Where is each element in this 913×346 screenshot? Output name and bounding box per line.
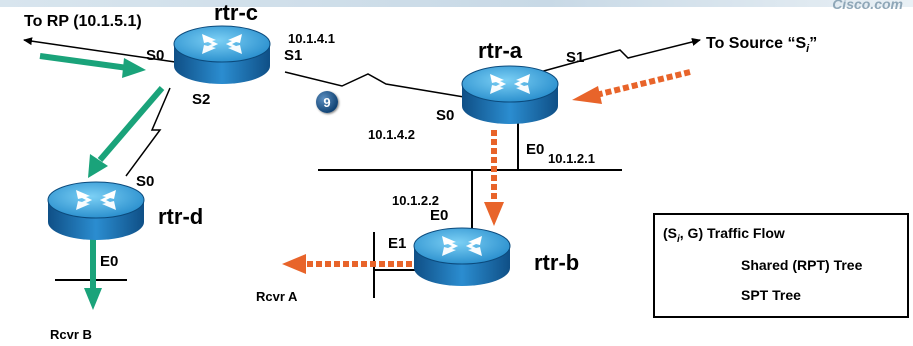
rtr-a-s0-label: S0 <box>436 107 455 124</box>
rtr-b-e1-label: E1 <box>388 235 407 252</box>
router-rtr-b <box>413 227 511 287</box>
to-source-label: To Source “Si” <box>706 35 818 56</box>
rtr-d-label: rtr-d <box>158 204 204 229</box>
rcvr-b-label: Rcvr B <box>50 327 92 342</box>
rtr-d-s0-label: S0 <box>136 173 155 190</box>
serial-link-c-d <box>125 87 171 177</box>
rtr-a-e0-ip: 10.1.2.1 <box>548 151 595 166</box>
rtr-b-e0-ip: 10.1.2.2 <box>392 193 439 208</box>
rtr-a-s1-label: S1 <box>566 49 585 66</box>
to-rp-label: To RP (10.1.5.1) <box>24 13 142 30</box>
rtr-a-e0-label: E0 <box>526 141 545 158</box>
rtr-a-label: rtr-a <box>478 38 523 63</box>
legend-box: (Si, G) Traffic Flow Shared (RPT) Tree S… <box>653 213 909 318</box>
serial-link-c-a <box>284 71 471 99</box>
rtr-c-s1-label: S1 <box>284 47 303 64</box>
header-bar: Cisco.com <box>0 0 913 12</box>
serial-link-a-source <box>539 38 701 73</box>
rcvr-a-label: Rcvr A <box>256 289 298 304</box>
rtr-c-s1-ip: 10.1.4.1 <box>288 31 335 46</box>
brand-logo: Cisco.com <box>832 0 903 12</box>
legend-spt-label: SPT Tree <box>741 287 801 303</box>
rtr-c-s2-label: S2 <box>192 91 211 108</box>
spt-tree-arrows <box>282 69 691 274</box>
step-badge: 9 <box>316 91 338 113</box>
rtr-d-e0-label: E0 <box>100 253 119 270</box>
router-rtr-a <box>461 65 559 125</box>
legend-shared-label: Shared (RPT) Tree <box>741 257 863 273</box>
router-rtr-c <box>173 25 271 85</box>
link-c-rp <box>23 37 183 64</box>
rtr-b-label: rtr-b <box>534 250 580 275</box>
legend-title: (Si, G) Traffic Flow <box>663 225 785 245</box>
rtr-b-e0-label: E0 <box>430 207 449 224</box>
rtr-c-s0-label: S0 <box>146 47 165 64</box>
router-rtr-d <box>47 181 145 241</box>
shared-tree-arrows <box>39 53 165 310</box>
rtr-c-label: rtr-c <box>214 0 259 25</box>
rtr-a-s0-ip: 10.1.4.2 <box>368 127 415 142</box>
